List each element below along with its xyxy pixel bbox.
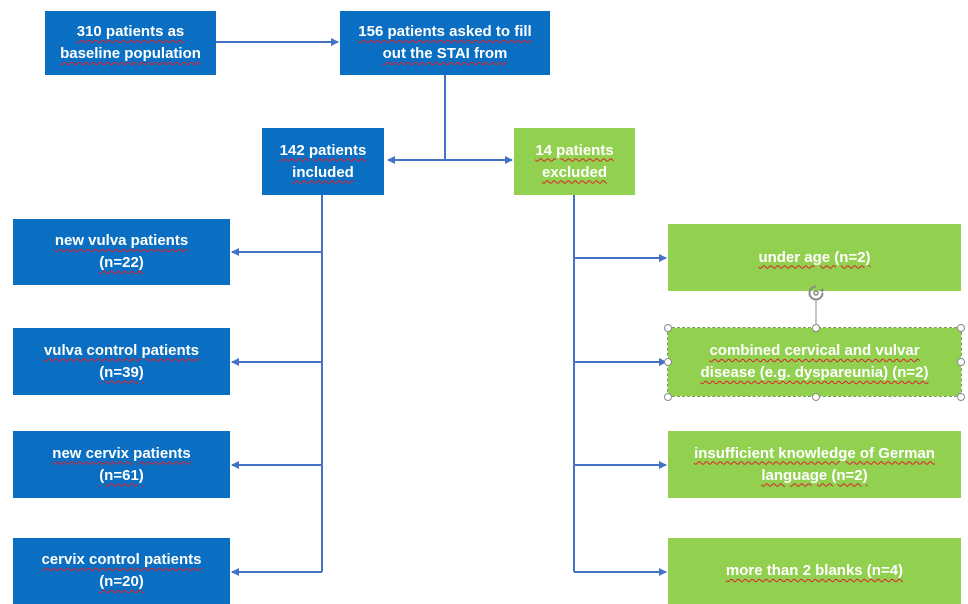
box-new-cervix-line2: (n=61) bbox=[99, 466, 144, 484]
box-combined-line1: combined cervical and vulvar bbox=[709, 342, 920, 359]
box-included-line1: 142 patients bbox=[279, 141, 367, 159]
resize-handle-bottom-middle[interactable] bbox=[812, 393, 820, 401]
box-asked-line1: 156 patients asked to fill bbox=[358, 23, 532, 40]
box-vulva-control-line2: (n=39) bbox=[99, 363, 144, 381]
box-combined-disease[interactable]: combined cervical and vulvar disease (e.… bbox=[667, 327, 962, 397]
box-vulva-control-line1: vulva control patients bbox=[43, 341, 200, 359]
box-excluded-line2: excluded bbox=[541, 163, 608, 181]
box-under-age-line1: under age (n=2) bbox=[758, 248, 871, 266]
box-new-vulva-line2: (n=22) bbox=[99, 254, 144, 271]
box-new-vulva[interactable]: new vulva patients (n=22) bbox=[13, 219, 230, 285]
box-vulva-control[interactable]: vulva control patients (n=39) bbox=[13, 328, 230, 395]
resize-handle-middle-left[interactable] bbox=[664, 358, 672, 366]
box-baseline-line1: 310 patients as bbox=[76, 23, 185, 40]
resize-handle-bottom-left[interactable] bbox=[664, 393, 672, 401]
resize-handle-bottom-right[interactable] bbox=[957, 393, 965, 401]
box-combined-line2: disease (e.g. dyspareunia) (n=2) bbox=[700, 364, 929, 381]
box-cervix-control-line2: (n=20) bbox=[99, 573, 144, 590]
box-new-vulva-line1: new vulva patients bbox=[54, 232, 189, 249]
box-insufficient-german[interactable]: insufficient knowledge of German languag… bbox=[668, 431, 961, 498]
resize-handle-top-right[interactable] bbox=[957, 324, 965, 332]
box-asked-stai[interactable]: 156 patients asked to fill out the STAI … bbox=[340, 11, 550, 75]
box-cervix-control-line1: cervix control patients bbox=[41, 551, 202, 568]
box-baseline-line2: baseline population bbox=[60, 45, 201, 62]
box-new-cervix-line1: new cervix patients bbox=[52, 444, 191, 462]
box-asked-line2: out the STAI from bbox=[382, 45, 508, 62]
box-included[interactable]: 142 patients included bbox=[262, 128, 384, 195]
box-blanks-line1: more than 2 blanks (n=4) bbox=[725, 562, 904, 579]
resize-handle-top-middle[interactable] bbox=[812, 324, 820, 332]
box-included-line2: included bbox=[292, 163, 354, 181]
box-under-age[interactable]: under age (n=2) bbox=[668, 224, 961, 291]
box-baseline-population[interactable]: 310 patients as baseline population bbox=[45, 11, 216, 75]
box-insufficient-line1: insufficient knowledge of German bbox=[694, 444, 935, 462]
box-insufficient-line2: language (n=2) bbox=[761, 466, 868, 484]
box-excluded-line1: 14 patients bbox=[535, 141, 614, 159]
box-cervix-control[interactable]: cervix control patients (n=20) bbox=[13, 538, 230, 604]
resize-handle-middle-right[interactable] bbox=[957, 358, 965, 366]
box-more-than-2-blanks[interactable]: more than 2 blanks (n=4) bbox=[668, 538, 961, 604]
box-excluded[interactable]: 14 patients excluded bbox=[514, 128, 635, 195]
resize-handle-top-left[interactable] bbox=[664, 324, 672, 332]
box-new-cervix[interactable]: new cervix patients (n=61) bbox=[13, 431, 230, 498]
rotate-icon[interactable] bbox=[807, 284, 825, 302]
